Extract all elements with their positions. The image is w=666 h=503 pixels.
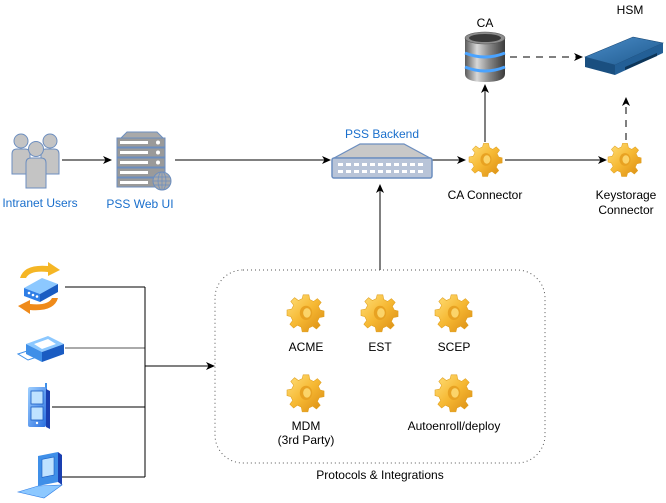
protocols-integrations-label: Protocols & Integrations: [316, 468, 444, 482]
ca-connector-gear-icon: [468, 142, 503, 177]
autoenroll-gear-icon: [434, 374, 473, 413]
ca-label: CA: [476, 16, 494, 30]
acme-gear-icon: [286, 294, 325, 333]
est-gear-icon: [360, 294, 399, 333]
mdm-gear-icon: [286, 374, 325, 413]
hsm-appliance-icon: [584, 36, 664, 75]
scep-gear-icon: [434, 294, 473, 333]
globe-icon: [152, 171, 172, 191]
keystorage-connector-label-line1: Keystorage: [595, 188, 657, 202]
network-switch-icon: [331, 143, 433, 179]
autoenroll-label: Autoenroll/deploy: [407, 419, 501, 433]
users-group-icon: [11, 133, 60, 189]
hsm-label: HSM: [616, 3, 644, 17]
protocols-integrations-group: [214, 269, 546, 464]
pss-backend-label: PSS Backend: [344, 127, 420, 141]
keystorage-connector-gear-icon: [607, 142, 642, 177]
keystorage-connector-label-line2: Connector: [598, 203, 654, 217]
mdm-label-line1: MDM: [291, 419, 321, 433]
web-server-icon: [116, 131, 172, 191]
intranet-users-label: Intranet Users: [2, 196, 78, 210]
database-icon: [464, 31, 506, 82]
mdm-label-line2: (3rd Party): [277, 433, 335, 447]
laptop-icon: [16, 452, 63, 499]
printer-icon: [16, 336, 64, 362]
mobile-phone-icon: [28, 383, 50, 429]
ca-connector-label: CA Connector: [447, 188, 523, 202]
edge-devices-bus: [52, 286, 215, 478]
router-sync-icon: [18, 262, 60, 314]
est-label: EST: [368, 340, 392, 354]
acme-label: ACME: [288, 340, 324, 354]
pss-web-ui-label: PSS Web UI: [106, 197, 174, 211]
scep-label: SCEP: [437, 340, 471, 354]
